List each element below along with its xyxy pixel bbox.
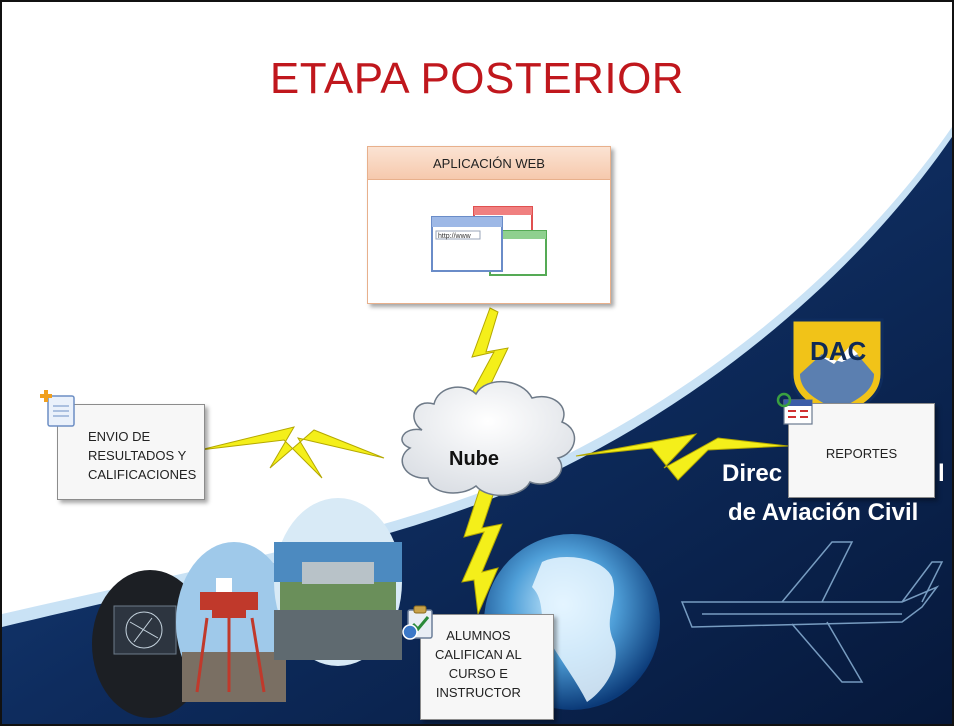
photo-collage [92, 498, 402, 718]
web-application-label: APLICACIÓN WEB [368, 147, 610, 180]
report-table-icon [776, 392, 813, 425]
svg-text:http://www: http://www [438, 233, 472, 240]
logo-text: DAC [810, 336, 867, 366]
reports-label: REPORTES [825, 446, 898, 461]
browser-windows-icon: http://www [431, 206, 547, 276]
survey-clipboard-icon [402, 605, 433, 640]
results-node: ENVIO DE RESULTADOS Y CALIFICACIONES [57, 404, 205, 500]
results-label: ENVIO DE RESULTADOS Y CALIFICACIONES [88, 429, 197, 482]
airplane-wireframe [680, 541, 944, 683]
document-add-icon [40, 390, 75, 427]
cloud-label: Nube [449, 448, 499, 470]
students-node: ALUMNOS CALIFICAN AL CURSO E INSTRUCTOR [420, 614, 554, 720]
org-name-line2: de Aviación Civil [728, 499, 919, 526]
students-label: ALUMNOS CALIFICAN AL CURSO E INSTRUCTOR [435, 628, 522, 700]
org-name-line1-end: l [938, 460, 945, 487]
lightning-left [199, 426, 385, 479]
org-name-line1: Direc [722, 460, 783, 487]
slide-title: ETAPA POSTERIOR [269, 54, 685, 103]
cloud-icon [401, 380, 576, 497]
lightning-bottom [461, 487, 503, 616]
dac-shield [790, 318, 884, 422]
web-application-node: APLICACIÓN WEB http://www [367, 146, 611, 304]
